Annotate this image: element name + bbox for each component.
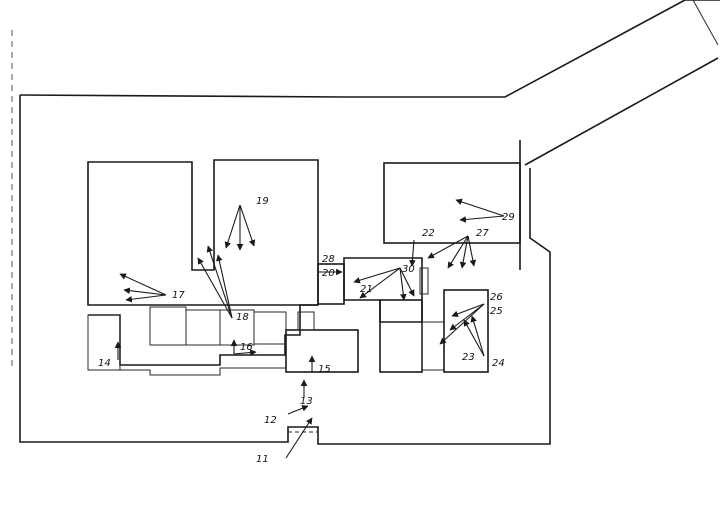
lower-row-building — [88, 304, 318, 366]
lower-row-bottom — [120, 367, 285, 376]
label-21: 21 — [360, 284, 373, 295]
door-marker — [419, 267, 429, 295]
label-27: 27 — [476, 228, 489, 239]
label-25: 25 — [490, 306, 503, 317]
bay-3 — [185, 309, 221, 346]
building-south — [285, 329, 359, 373]
label-24: 24 — [492, 358, 505, 369]
building-east — [379, 299, 423, 373]
label-18: 18 — [236, 312, 249, 323]
label-30: 30 — [402, 264, 415, 275]
label-16: 16 — [240, 342, 253, 353]
building-east-annex — [421, 321, 445, 371]
label-29: 29 — [502, 212, 515, 223]
label-20: 20 — [322, 268, 335, 279]
building-southeast — [443, 289, 489, 373]
label-13: 13 — [300, 396, 313, 407]
label-11: 11 — [256, 454, 269, 465]
bay-2 — [149, 306, 187, 346]
label-28: 28 — [322, 254, 335, 265]
building-northeast — [383, 162, 521, 244]
stair-block — [297, 311, 315, 331]
label-17: 17 — [172, 290, 185, 301]
bay-5 — [253, 311, 287, 345]
label-23: 23 — [462, 352, 475, 363]
label-22: 22 — [422, 228, 435, 239]
label-14: 14 — [98, 358, 111, 369]
label-15: 15 — [318, 364, 331, 375]
road-edge-inner — [692, 0, 719, 46]
label-12: 12 — [264, 415, 277, 426]
site-boundary — [19, 95, 551, 445]
site-boundary-top — [19, 0, 686, 98]
label-19: 19 — [256, 196, 269, 207]
label-26: 26 — [490, 292, 503, 303]
building-west — [87, 159, 319, 306]
view-arrows — [114, 198, 505, 459]
road-edge-lower — [524, 57, 719, 166]
